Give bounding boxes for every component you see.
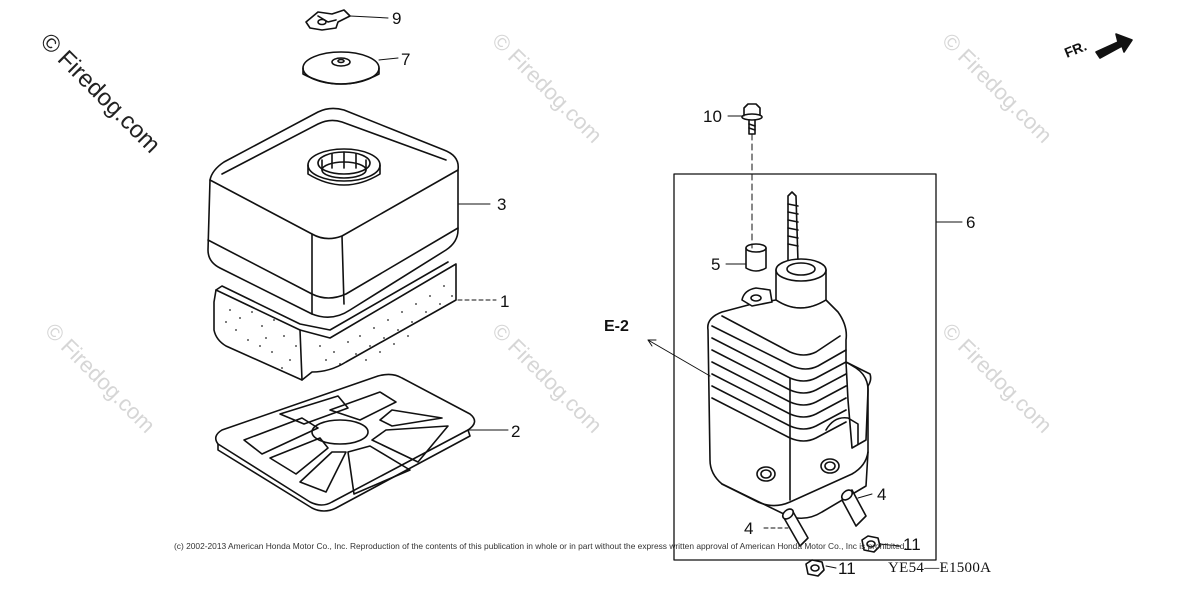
callout-9: 9	[392, 9, 402, 28]
foam-texture	[225, 285, 453, 369]
callout-2: 2	[511, 422, 521, 441]
filter-base	[214, 373, 476, 512]
collar-part	[745, 243, 767, 272]
front-direction-arrow	[1095, 33, 1133, 59]
callout-4: 4	[877, 485, 887, 504]
clip-part	[305, 9, 351, 31]
copyright-notice: (c) 2002-2013 American Honda Motor Co., …	[174, 541, 907, 551]
tube-parts	[781, 489, 867, 547]
callout-10: 10	[703, 107, 722, 126]
callout-7: 7	[401, 50, 411, 69]
callout-3: 3	[497, 195, 507, 214]
callout-5: 5	[711, 255, 721, 274]
elbow-case	[706, 191, 872, 520]
air-cleaner-cover	[207, 107, 460, 318]
callout-11: 11	[903, 535, 921, 554]
callout-11: 11	[838, 559, 856, 578]
nut-parts	[805, 535, 881, 577]
reference-label: E-2	[604, 318, 629, 335]
foam-element	[213, 261, 457, 381]
callout-1: 1	[500, 292, 510, 311]
cap-part	[302, 51, 380, 85]
callout-4: 4	[744, 519, 754, 538]
leader-lines	[349, 15, 963, 569]
bolt-part	[741, 103, 763, 135]
callout-6: 6	[966, 213, 976, 232]
assembly-frame	[673, 173, 937, 561]
diagram-code: YE54—E1500A	[888, 560, 992, 576]
